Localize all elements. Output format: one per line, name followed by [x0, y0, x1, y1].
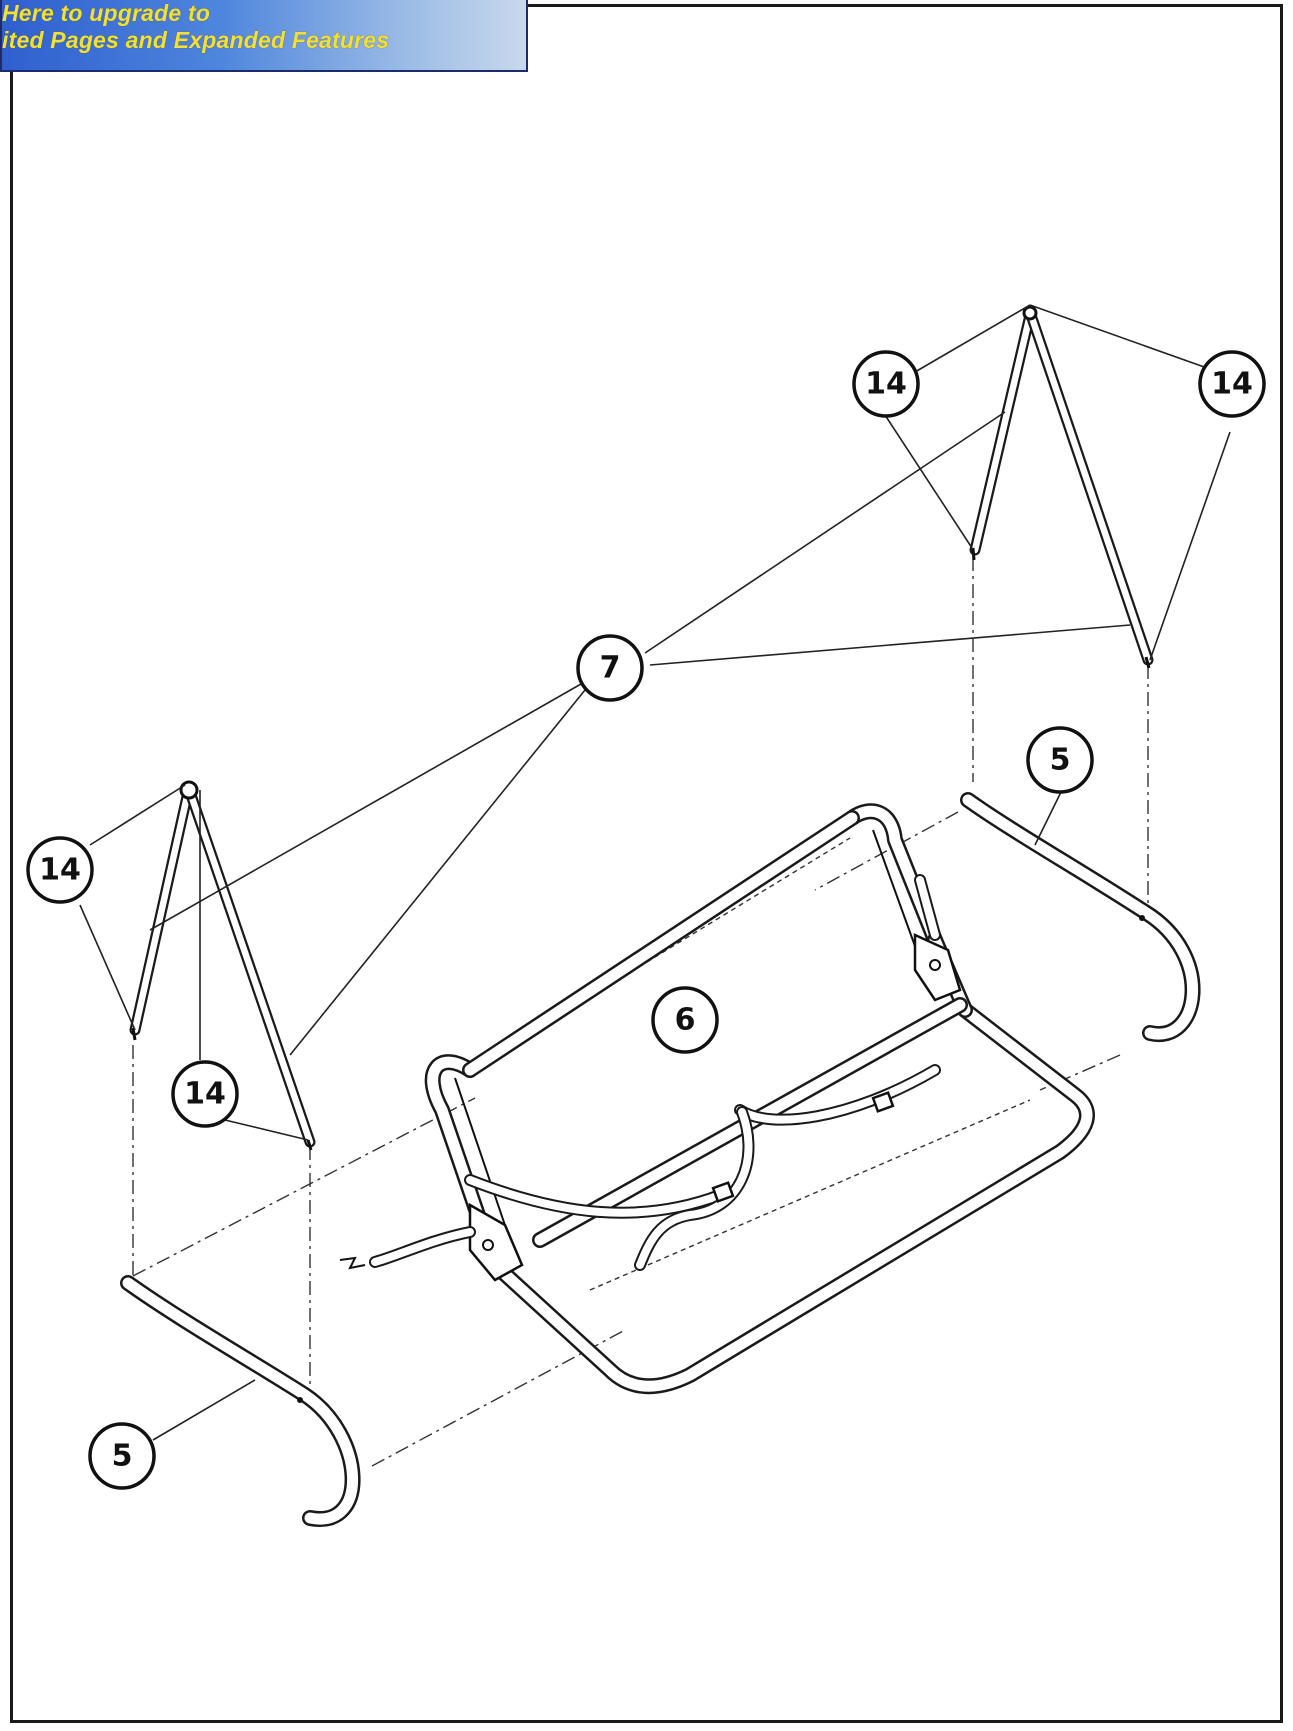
leader-lines	[79, 304, 1231, 1441]
callout-14-left-a: 14	[26, 836, 94, 904]
callout-label: 14	[1211, 367, 1253, 402]
right-base-rail	[960, 792, 1201, 1043]
left-a-frame	[129, 780, 316, 1151]
left-base-rail	[120, 1275, 361, 1527]
callout-label: 6	[675, 1003, 696, 1038]
callout-label: 14	[184, 1077, 226, 1112]
callout-label: 14	[39, 853, 81, 888]
callout-5-right: 5	[1026, 726, 1094, 794]
upgrade-banner-line-2: ited Pages and Expanded Features	[2, 27, 390, 53]
seat-straps	[339, 874, 941, 1271]
alignment-lines	[132, 557, 1149, 1467]
right-a-frame	[969, 305, 1154, 669]
callout-14-right-b: 14	[1198, 350, 1266, 418]
callout-label: 14	[865, 367, 907, 402]
callout-5-left: 5	[88, 1422, 156, 1490]
callout-14-right-a: 14	[852, 350, 920, 418]
callout-label: 5	[1050, 743, 1071, 778]
callout-label: 7	[600, 651, 621, 686]
callout-label: 5	[112, 1439, 133, 1474]
upgrade-banner-line-1: Here to upgrade to	[2, 0, 211, 26]
seat-frame	[424, 803, 1095, 1395]
callout-14-left-b: 14	[171, 1060, 239, 1128]
upgrade-banner[interactable]: Here to upgrade to ited Pages and Expand…	[0, 0, 528, 72]
callout-7: 7	[576, 634, 644, 702]
diagram-frame	[10, 4, 1283, 1723]
callout-6: 6	[651, 986, 719, 1054]
